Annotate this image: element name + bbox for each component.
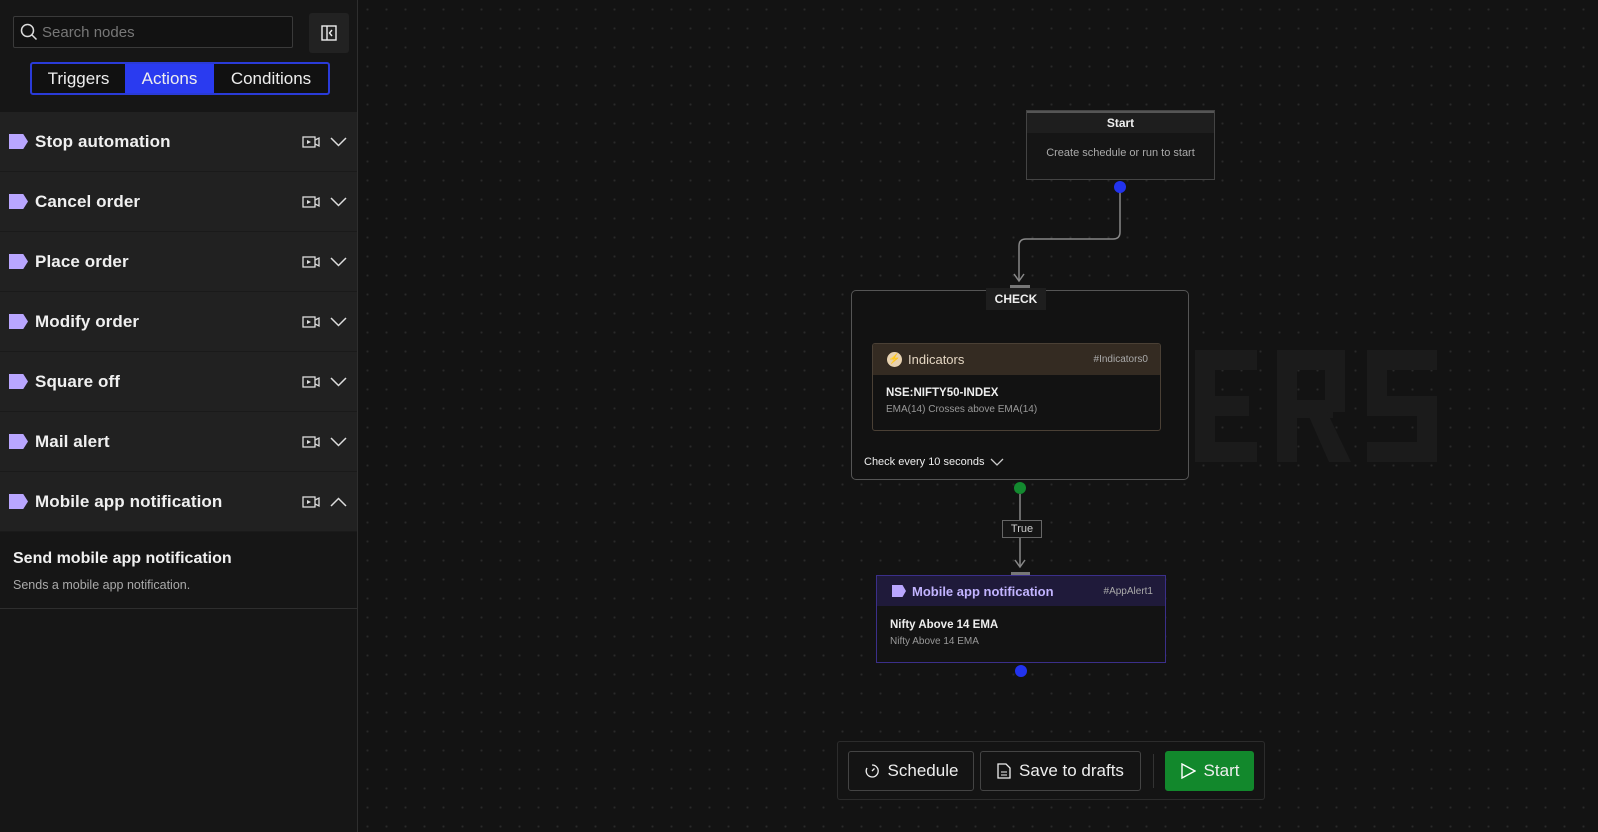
start-node[interactable]: Start Create schedule or run to start (1026, 110, 1215, 180)
notification-heading: Nifty Above 14 EMA (890, 619, 999, 631)
search-input[interactable] (42, 23, 282, 41)
search-box[interactable] (13, 16, 293, 48)
tab-conditions[interactable]: Conditions (230, 68, 312, 88)
check-label: CHECK (986, 288, 1046, 310)
check-interval-label: Check every 10 seconds (864, 456, 985, 468)
chevron-down-icon[interactable] (330, 136, 347, 147)
start-node-title: Start (1027, 111, 1214, 133)
indicator-card[interactable]: ⚡ Indicators #Indicators0 NSE:NIFTY50-IN… (872, 343, 1161, 431)
toolbar-divider (1153, 754, 1154, 788)
video-icon[interactable] (302, 495, 320, 509)
tag-icon (9, 434, 28, 449)
watermark-logo (1195, 350, 1437, 462)
arrow-icon (1013, 273, 1025, 283)
chevron-down-icon (990, 458, 1004, 466)
indicator-symbol: NSE:NIFTY50-INDEX (886, 387, 999, 399)
action-item[interactable]: Modify order (0, 292, 357, 352)
video-icon[interactable] (302, 375, 320, 389)
video-icon[interactable] (302, 435, 320, 449)
action-item-label: Mail alert (35, 431, 110, 451)
notification-node-id: #AppAlert1 (1103, 585, 1153, 597)
action-item[interactable]: Square off (0, 352, 357, 412)
action-list: Stop automation Cancel order Place order… (0, 112, 357, 609)
notification-node[interactable]: Mobile app notification #AppAlert1 Nifty… (876, 575, 1166, 663)
action-item[interactable]: Stop automation (0, 112, 357, 172)
notification-node-title: Mobile app notification (912, 583, 1054, 599)
arrow-icon (1014, 559, 1026, 569)
schedule-button[interactable]: Schedule (848, 751, 974, 791)
save-label: Save to drafts (1019, 761, 1124, 780)
schedule-label: Schedule (887, 761, 959, 780)
collapse-sidebar-button[interactable] (309, 13, 349, 53)
action-item-label: Place order (35, 251, 129, 271)
chevron-down-icon[interactable] (330, 256, 347, 267)
indicator-title: Indicators (908, 352, 965, 367)
video-icon[interactable] (302, 255, 320, 269)
action-item[interactable]: Mobile app notification (0, 472, 357, 532)
action-item[interactable]: Cancel order (0, 172, 357, 232)
indicator-condition: EMA(14) Crosses above EMA(14) (886, 404, 1038, 415)
chevron-up-icon[interactable] (330, 496, 347, 507)
start-output-handle[interactable] (1114, 181, 1126, 193)
check-interval-dropdown[interactable]: Check every 10 seconds (864, 456, 1004, 468)
tab-triggers[interactable]: Triggers (47, 68, 110, 88)
action-item-label: Modify order (35, 311, 140, 331)
timer-icon (865, 764, 879, 778)
action-item-label: Square off (35, 371, 121, 391)
sidebar-collapse-icon (321, 25, 337, 41)
tag-icon (9, 134, 28, 149)
tag-icon (9, 254, 28, 269)
video-icon[interactable] (302, 195, 320, 209)
indicator-id: #Indicators0 (1093, 354, 1148, 365)
check-true-handle[interactable] (1014, 482, 1026, 494)
video-icon[interactable] (302, 135, 320, 149)
save-to-drafts-button[interactable]: Save to drafts (980, 751, 1141, 791)
start-node-subtitle: Create schedule or run to start (1046, 147, 1195, 159)
action-item-label: Cancel order (35, 191, 141, 211)
node-sidebar: Triggers Actions Conditions Stop automat… (0, 0, 358, 832)
action-item[interactable]: Place order (0, 232, 357, 292)
lightning-icon: ⚡ (887, 352, 902, 367)
notification-body: Nifty Above 14 EMA (890, 636, 979, 647)
detail-title: Send mobile app notification (13, 550, 232, 567)
bottom-toolbar: Schedule Save to drafts Start (837, 741, 1265, 800)
tag-icon (892, 585, 906, 597)
tag-icon (9, 374, 28, 389)
notification-output-handle[interactable] (1015, 665, 1027, 677)
tag-icon (9, 494, 28, 509)
tag-icon (9, 194, 28, 209)
start-label: Start (1203, 761, 1240, 780)
play-icon (1180, 763, 1196, 779)
edge-start-check (1018, 192, 1121, 280)
video-icon[interactable] (302, 315, 320, 329)
chevron-down-icon[interactable] (330, 376, 347, 387)
detail-description: Sends a mobile app notification. (13, 578, 191, 592)
search-icon (20, 23, 38, 41)
action-item-label: Stop automation (35, 131, 171, 151)
action-item[interactable]: Mail alert (0, 412, 357, 472)
chevron-down-icon[interactable] (330, 436, 347, 447)
node-type-tabs: Triggers Actions Conditions (30, 62, 330, 95)
start-button[interactable]: Start (1165, 751, 1254, 791)
tag-icon (9, 314, 28, 329)
action-item-label: Mobile app notification (35, 491, 223, 511)
edge-label-true: True (1002, 520, 1042, 538)
chevron-down-icon[interactable] (330, 316, 347, 327)
document-icon (997, 763, 1011, 779)
chevron-down-icon[interactable] (330, 196, 347, 207)
tab-actions[interactable]: Actions (125, 64, 214, 93)
